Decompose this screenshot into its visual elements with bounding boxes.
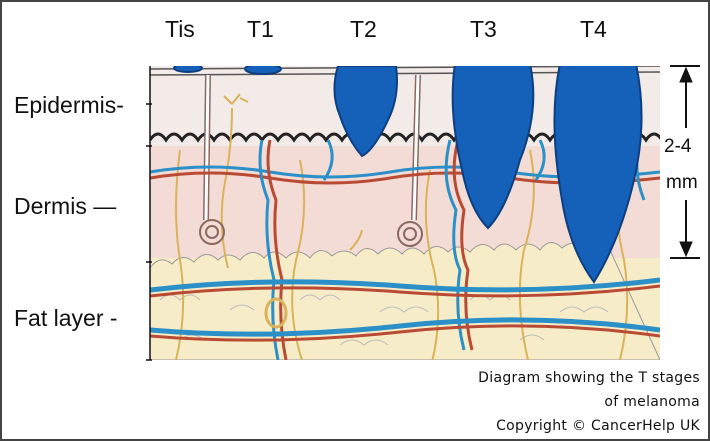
tumour-tis bbox=[174, 64, 202, 72]
caption-line-2: of melanoma bbox=[604, 394, 700, 410]
depth-label-value: 2-4 bbox=[664, 136, 691, 158]
layer-label-epidermis: Epidermis- bbox=[14, 92, 124, 119]
stage-label-t4: T4 bbox=[580, 16, 607, 43]
layer-label-epidermis-text: Epidermis bbox=[14, 92, 116, 118]
depth-label-unit: mm bbox=[666, 172, 698, 194]
layer-label-dermis-text: Dermis bbox=[14, 193, 87, 219]
layer-label-dermis: Dermis — bbox=[14, 193, 116, 220]
layer-label-fat: Fat layer - bbox=[14, 305, 118, 332]
stage-label-t2: T2 bbox=[350, 16, 377, 43]
stage-label-t3: T3 bbox=[470, 16, 497, 43]
depth-arrow bbox=[670, 66, 700, 258]
caption-line-1: Diagram showing the T stages bbox=[478, 370, 700, 386]
stage-label-t1: T1 bbox=[247, 16, 274, 43]
tumour-t1 bbox=[245, 64, 281, 74]
stage-label-tis: Tis bbox=[165, 16, 195, 43]
caption-line-3: Copyright © CancerHelp UK bbox=[496, 418, 700, 434]
layer-label-fat-text: Fat layer bbox=[14, 305, 103, 331]
